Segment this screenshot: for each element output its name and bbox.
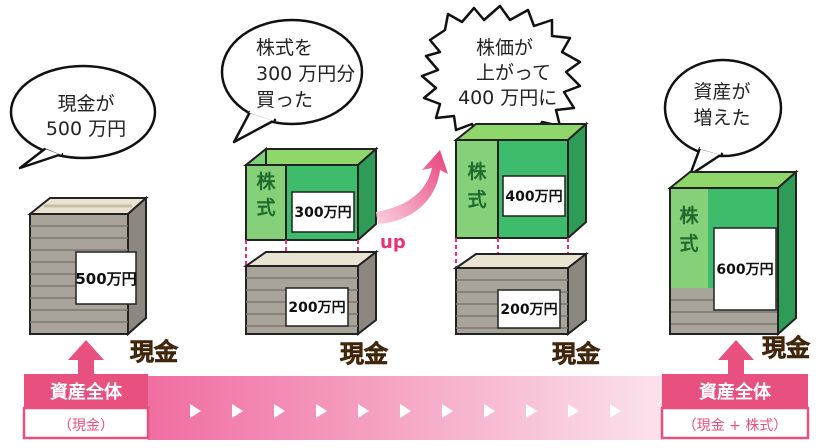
cash-block-200-a-label: 200万円	[288, 300, 345, 316]
up-arrow: up	[376, 150, 448, 253]
asset-box-left: 資産全体 （現金）	[22, 374, 150, 440]
bubble-assets-grew: 資産が 増えた	[663, 58, 783, 177]
stock-kanji-2-top: 株	[467, 160, 487, 183]
bubble-cash-500-line1: 現金が	[57, 93, 114, 115]
stock-block-400-label: 400万円	[505, 189, 562, 205]
genkin-label-1: 現金	[130, 338, 179, 366]
band-chevrons	[190, 404, 621, 418]
bubble-assets-grew-line1: 資産が	[693, 81, 750, 103]
bubble-cash-500-line2: 500 万円	[46, 118, 126, 140]
bubble-bought-stock-line3: 買った	[256, 89, 313, 111]
pink-arrow-right	[718, 340, 754, 374]
bubble-bought-stock: 株式を 300 万円分 買った	[220, 18, 364, 144]
bubble-bought-stock-line2: 300 万円分	[256, 63, 355, 85]
asset-right-title: 資産全体	[699, 381, 772, 403]
genkin-label-3: 現金	[552, 340, 601, 368]
stock-block-300-label: 300万円	[294, 205, 351, 221]
stock-kanji-3-bottom: 式	[679, 232, 698, 255]
bubble-price-up-line3: 400 万円に	[458, 87, 557, 109]
asset-left-sub: （現金）	[58, 418, 114, 434]
stock-kanji-2-bottom: 式	[467, 188, 486, 211]
asset-box-right: 資産全体 （現金 + 株式）	[660, 374, 810, 440]
bubble-cash-500: 現金が 500 万円	[9, 64, 157, 170]
stock-kanji-3-top: 株	[679, 204, 699, 227]
asset-right-sub: （現金 + 株式）	[683, 418, 788, 434]
asset-left-title: 資産全体	[50, 381, 123, 403]
stock-block-300: 株 式 300万円	[243, 146, 379, 243]
genkin-label-2: 現金	[340, 340, 389, 368]
combined-block-600-label: 600万円	[716, 262, 773, 278]
cash-block-500-label: 500万円	[75, 270, 136, 288]
cash-block-200-a: 200万円	[242, 249, 379, 337]
bubble-bought-stock-line1: 株式を	[256, 37, 313, 59]
up-label: up	[380, 232, 406, 253]
bubble-price-up-line1: 株価が	[476, 37, 533, 59]
cash-block-200-b-label: 200万円	[500, 302, 557, 318]
bubble-price-up-line2: 上がって	[476, 62, 551, 84]
cash-block-500: 500万円	[27, 195, 149, 337]
combined-block-600: 株 式 600万円	[667, 169, 799, 337]
bubble-price-up: 株価が 上がって 400 万円に	[420, 4, 582, 142]
pink-arrow-left	[68, 340, 104, 374]
genkin-label-4: 現金	[762, 334, 811, 362]
stock-kanji-1-bottom: 式	[256, 196, 275, 219]
bubble-assets-grew-line2: 増えた	[693, 107, 750, 129]
stock-kanji-1-top: 株	[256, 170, 276, 193]
cash-block-200-b: 200万円	[452, 251, 589, 337]
stock-block-400: 株 式 400万円	[453, 121, 589, 241]
